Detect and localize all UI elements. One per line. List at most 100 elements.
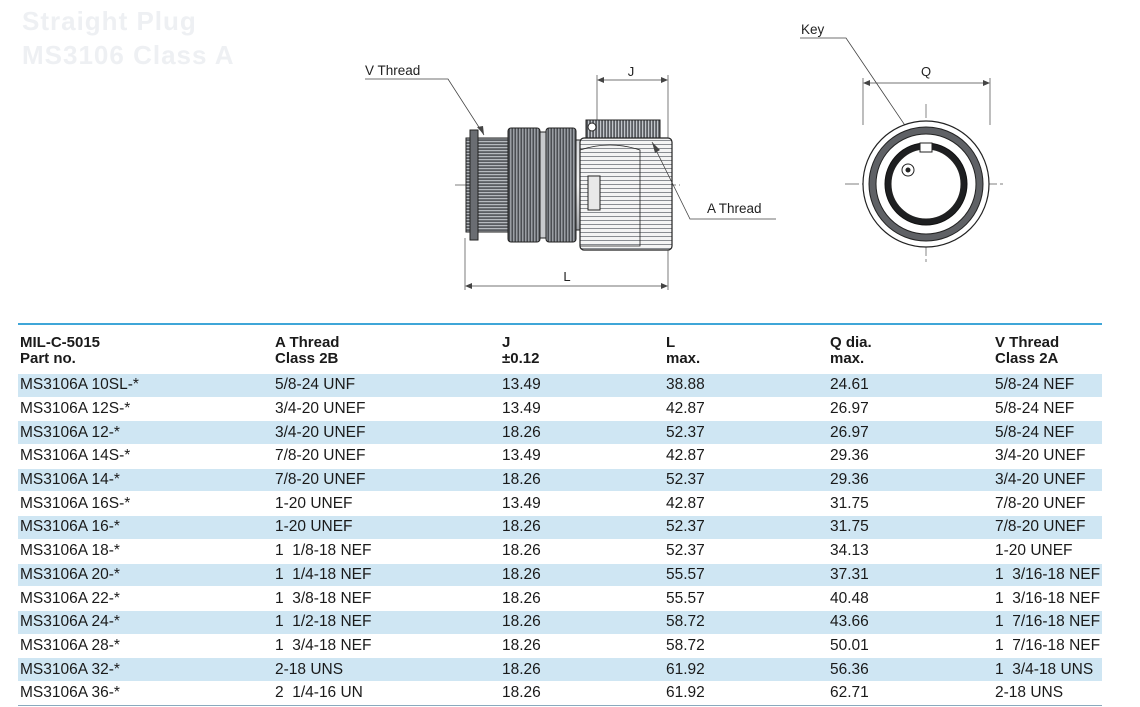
dimension-j-label: J xyxy=(628,64,635,79)
table-cell: 3/4-20 UNEF xyxy=(273,420,500,445)
table-cell: 18.26 xyxy=(500,562,664,587)
table-cell: 29.36 xyxy=(828,467,993,492)
table-cell: 3/4-20 UNEF xyxy=(993,444,1102,469)
table-cell: 62.71 xyxy=(828,680,993,706)
table-cell: 7/8-20 UNEF xyxy=(273,467,500,492)
table-cell: 1-20 UNEF xyxy=(273,515,500,540)
table-cell: MS3106A 24-* xyxy=(18,609,273,635)
table-cell: 2 1/4-16 UN xyxy=(273,680,500,706)
table-cell: 18.26 xyxy=(500,467,664,492)
table-cell: 13.49 xyxy=(500,396,664,421)
table-cell: 1-20 UNEF xyxy=(993,538,1102,563)
table-cell: 1 1/4-18 NEF xyxy=(273,562,500,587)
table-cell: 2-18 UNS xyxy=(273,657,500,682)
table-cell: 5/8-24 NEF xyxy=(993,420,1102,445)
table-cell: MS3106A 36-* xyxy=(18,680,273,706)
dimension-q-label: Q xyxy=(921,64,931,79)
table-cell: 1 1/2-18 NEF xyxy=(273,609,500,635)
table-cell: 3/4-20 UNEF xyxy=(273,396,500,421)
table-cell: 18.26 xyxy=(500,633,664,658)
table-cell: 1 7/16-18 NEF xyxy=(993,609,1102,635)
table-cell: 18.26 xyxy=(500,538,664,563)
table-cell: 2-18 UNS xyxy=(993,680,1102,706)
dimension-l-label: L xyxy=(563,269,570,284)
table-cell: 18.26 xyxy=(500,657,664,682)
table-cell: 3/4-20 UNEF xyxy=(993,467,1102,492)
table-cell: 34.13 xyxy=(828,538,993,563)
table-cell: 58.72 xyxy=(664,633,828,658)
polarizing-key-label: Polarizing Key xyxy=(800,22,825,37)
table-cell: 1 3/4-18 NEF xyxy=(273,633,500,658)
table-cell: 38.88 xyxy=(664,373,828,398)
table-cell: 56.36 xyxy=(828,657,993,682)
table-cell: 24.61 xyxy=(828,373,993,398)
table-cell: MS3106A 20-* xyxy=(18,562,273,587)
table-cell: 5/8-24 NEF xyxy=(993,396,1102,421)
v-thread-label: V Thread xyxy=(365,63,420,78)
table-cell: 58.72 xyxy=(664,609,828,635)
table-cell: 13.49 xyxy=(500,373,664,398)
table-cell: 52.37 xyxy=(664,467,828,492)
a-thread-label: A Thread xyxy=(707,201,762,216)
table-cell: 26.97 xyxy=(828,396,993,421)
watermark-title: Straight Plug xyxy=(22,6,197,36)
table-cell: 18.26 xyxy=(500,515,664,540)
table-cell: 7/8-20 UNEF xyxy=(273,444,500,469)
table-cell: 52.37 xyxy=(664,538,828,563)
table-cell: MS3106A 22-* xyxy=(18,586,273,611)
table-cell: 7/8-20 UNEF xyxy=(993,491,1102,516)
table-cell: 1 3/16-18 NEF xyxy=(993,586,1102,611)
header-j: J±0.12 xyxy=(500,323,664,374)
table-cell: 55.57 xyxy=(664,586,828,611)
table-cell: MS3106A 16-* xyxy=(18,515,273,540)
table-cell: 43.66 xyxy=(828,609,993,635)
table-cell: 1 1/8-18 NEF xyxy=(273,538,500,563)
table-cell: 42.87 xyxy=(664,396,828,421)
table-cell: 13.49 xyxy=(500,491,664,516)
table-cell: 5/8-24 UNF xyxy=(273,373,500,398)
table-cell: 37.31 xyxy=(828,562,993,587)
table-cell: 1 3/16-18 NEF xyxy=(993,562,1102,587)
table-cell: 40.48 xyxy=(828,586,993,611)
table-cell: 18.26 xyxy=(500,680,664,706)
header-q-dia: Q dia.max. xyxy=(828,323,993,374)
table-cell: 1 3/8-18 NEF xyxy=(273,586,500,611)
table-cell: MS3106A 32-* xyxy=(18,657,273,682)
table-cell: MS3106A 12S-* xyxy=(18,396,273,421)
watermark-subtitle: MS3106 Class A xyxy=(22,40,235,70)
table-cell: MS3106A 14S-* xyxy=(18,444,273,469)
table-cell: 18.26 xyxy=(500,586,664,611)
table-cell: 18.26 xyxy=(500,420,664,445)
table-cell: 18.26 xyxy=(500,609,664,635)
table-cell: MS3106A 28-* xyxy=(18,633,273,658)
table-cell: 26.97 xyxy=(828,420,993,445)
table-cell: 1 3/4-18 UNS xyxy=(993,657,1102,682)
table-cell: 55.57 xyxy=(664,562,828,587)
table-cell: 1 7/16-18 NEF xyxy=(993,633,1102,658)
table-cell: 1-20 UNEF xyxy=(273,491,500,516)
table-cell: 50.01 xyxy=(828,633,993,658)
table-cell: 7/8-20 UNEF xyxy=(993,515,1102,540)
table-cell: MS3106A 16S-* xyxy=(18,491,273,516)
table-cell: 61.92 xyxy=(664,657,828,682)
table-cell: MS3106A 10SL-* xyxy=(18,373,273,398)
table-cell: 13.49 xyxy=(500,444,664,469)
